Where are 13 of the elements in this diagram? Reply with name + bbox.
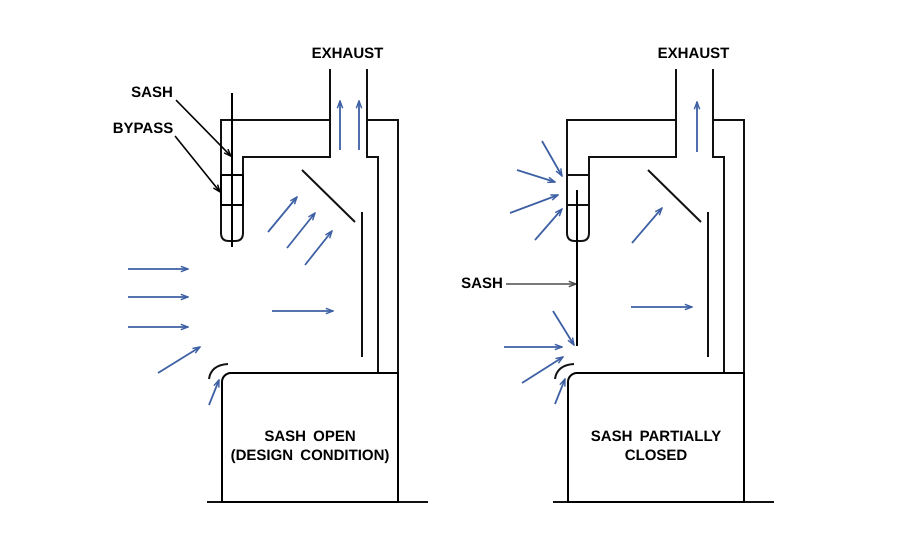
exhaust-label: EXHAUST [310, 45, 384, 63]
bypass-opening [220, 174, 244, 206]
sash-label: SASH [458, 275, 506, 293]
leader-arrow [175, 99, 232, 157]
leader-arrow [174, 136, 221, 193]
leader-arrow [506, 280, 577, 288]
base-cabinet [221, 372, 399, 503]
condition-caption: SASH PARTIALLY CLOSED [590, 427, 722, 465]
condition-caption: SASH OPEN (DESIGN CONDITION) [230, 427, 390, 465]
exhaust-label: EXHAUST [656, 45, 730, 63]
sash-label: SASH [128, 84, 176, 102]
bypass-label: BYPASS [111, 120, 175, 138]
base-cabinet [567, 372, 745, 503]
